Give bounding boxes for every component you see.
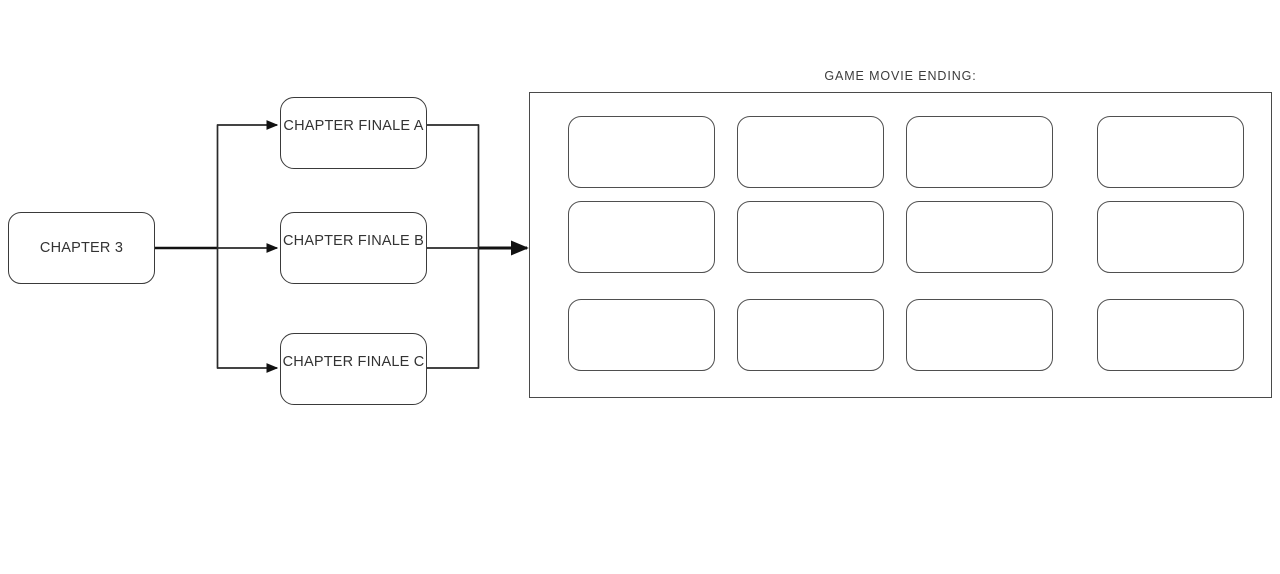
node-chapter-finale-c[interactable]: CHAPTER FINALE C [280, 333, 427, 405]
ending-cell-r2-c1[interactable] [568, 201, 715, 273]
game-movie-ending-panel [529, 92, 1272, 398]
ending-cell-r3-c2[interactable] [737, 299, 884, 371]
node-chapter-finale-a[interactable]: CHAPTER FINALE A [280, 97, 427, 169]
ending-cell-r1-c4[interactable] [1097, 116, 1244, 188]
ending-cell-r2-c2[interactable] [737, 201, 884, 273]
ending-panel-title: GAME MOVIE ENDING: [824, 69, 977, 83]
node-chapter-finale-c-label: CHAPTER FINALE C [282, 354, 425, 370]
node-chapter-3-label: CHAPTER 3 [39, 239, 124, 256]
ending-cell-r3-c4[interactable] [1097, 299, 1244, 371]
ending-cell-r1-c2[interactable] [737, 116, 884, 188]
node-chapter-finale-a-label: CHAPTER FINALE A [283, 118, 424, 134]
ending-cell-r1-c1[interactable] [568, 116, 715, 188]
node-chapter-finale-b[interactable]: CHAPTER FINALE B [280, 212, 427, 284]
ending-cell-r3-c1[interactable] [568, 299, 715, 371]
ending-cell-r1-c3[interactable] [906, 116, 1053, 188]
node-chapter-finale-b-label: CHAPTER FINALE B [283, 233, 424, 249]
ending-cell-r2-c4[interactable] [1097, 201, 1244, 273]
ending-cell-r2-c3[interactable] [906, 201, 1053, 273]
ending-cell-r3-c3[interactable] [906, 299, 1053, 371]
node-chapter-3[interactable]: CHAPTER 3 [8, 212, 155, 284]
